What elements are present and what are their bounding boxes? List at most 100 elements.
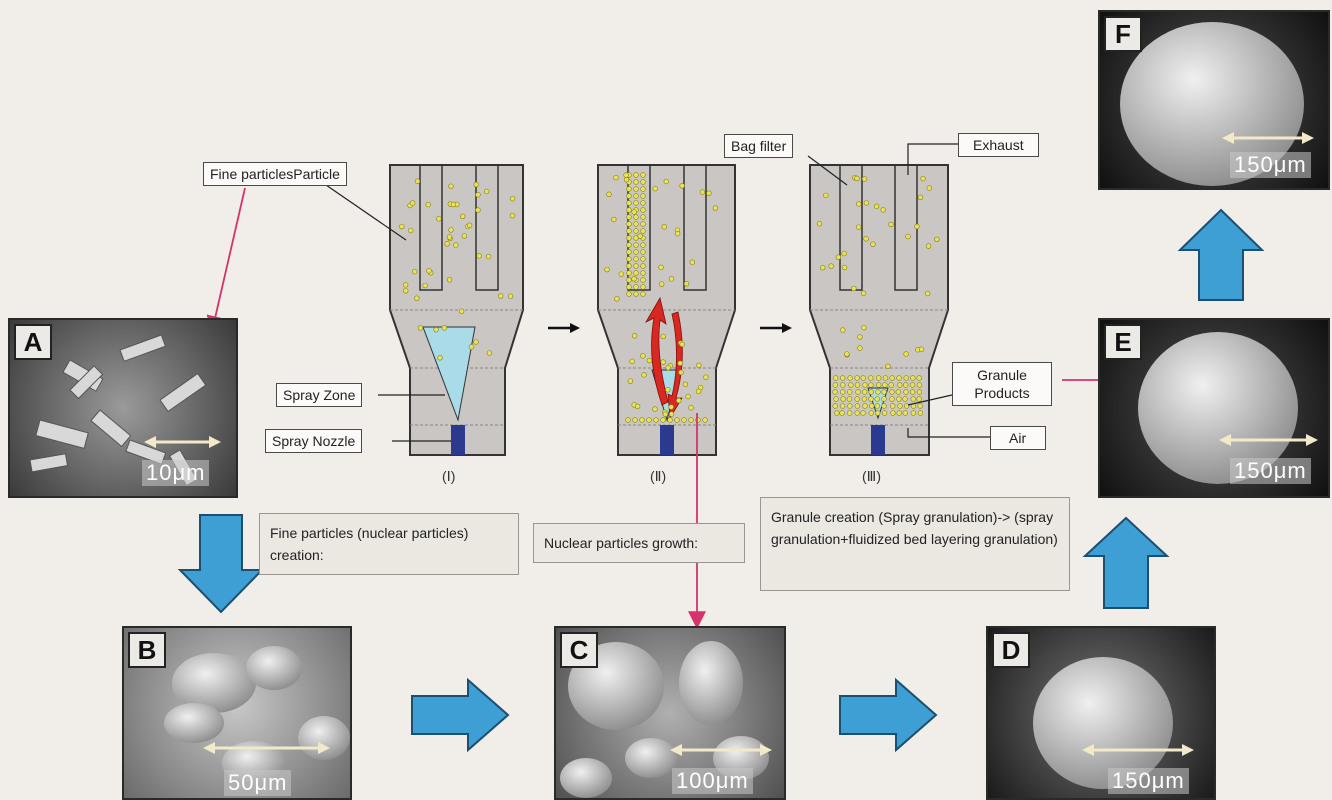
particle-dot xyxy=(634,264,639,269)
particle-dot xyxy=(847,390,852,395)
sem-photo-a: A 10μm xyxy=(8,318,238,498)
particle-dot xyxy=(619,272,624,277)
particle-dot xyxy=(449,184,454,189)
particle-dot xyxy=(833,390,838,395)
particle-dot xyxy=(445,241,450,246)
particle-dot xyxy=(918,404,923,409)
particle-dot xyxy=(634,292,639,297)
particle-dot xyxy=(696,363,701,368)
particle-dot xyxy=(855,404,860,409)
particle-dot xyxy=(875,411,880,416)
particle-dot xyxy=(627,187,632,192)
particle-dot xyxy=(917,376,922,381)
particle-dot xyxy=(403,288,408,293)
fine-particles-label: Fine particlesParticle xyxy=(203,162,347,186)
particle-dot xyxy=(641,201,646,206)
particle-dot xyxy=(864,236,869,241)
particle-dot xyxy=(890,390,895,395)
particle-dot xyxy=(669,412,674,417)
particle-dot xyxy=(634,180,639,185)
particle-dot xyxy=(653,186,658,191)
exhaust-label: Exhaust xyxy=(958,133,1039,157)
sem-photo-f: F 150μm xyxy=(1098,10,1330,190)
particle-dot xyxy=(627,278,632,283)
particle-dot xyxy=(684,281,689,286)
spray-nozzle xyxy=(871,425,885,455)
particle-dot xyxy=(469,344,474,349)
particle-dot xyxy=(925,291,930,296)
scale-bar-text: 150μm xyxy=(1108,768,1189,794)
particle-dot xyxy=(627,257,632,262)
particle-dot xyxy=(918,195,923,200)
particle-dot xyxy=(926,244,931,249)
particle-dot xyxy=(918,411,923,416)
particle-dot xyxy=(624,173,629,178)
particle-dot xyxy=(634,194,639,199)
particle-dot xyxy=(906,234,911,239)
particle-dot xyxy=(881,207,886,212)
air-label: Air xyxy=(990,426,1046,450)
particle-dot xyxy=(627,264,632,269)
particle-dot xyxy=(823,193,828,198)
particle-dot xyxy=(449,228,454,233)
particle-dot xyxy=(856,202,861,207)
particle-dot xyxy=(856,225,861,230)
particle-dot xyxy=(882,390,887,395)
particle-dot xyxy=(437,216,442,221)
particle-dot xyxy=(890,411,895,416)
particle-dot xyxy=(665,387,670,392)
particle-dot xyxy=(438,355,443,360)
particle-dot xyxy=(883,376,888,381)
particle-dot xyxy=(857,346,862,351)
particle-dot xyxy=(476,208,481,213)
particle-dot xyxy=(638,234,643,239)
particle-dot xyxy=(647,358,652,363)
particle-dot xyxy=(861,325,866,330)
particle-dot xyxy=(875,404,880,409)
particle-dot xyxy=(848,376,853,381)
particle-dot xyxy=(634,173,639,178)
particle-dot xyxy=(874,204,879,209)
scale-bar-text: 10μm xyxy=(142,460,209,486)
particle-dot xyxy=(627,250,632,255)
sem-photo-b: B 50μm xyxy=(122,626,352,800)
particle-dot xyxy=(910,376,915,381)
particle-dot xyxy=(635,404,640,409)
particle-dot xyxy=(641,187,646,192)
particle-dot xyxy=(829,264,834,269)
sem-photo-d: D 150μm xyxy=(986,626,1216,800)
particle-dot xyxy=(855,376,860,381)
particle-dot xyxy=(876,376,881,381)
particle-dot xyxy=(641,257,646,262)
particle-dot xyxy=(847,397,852,402)
particle-dot xyxy=(418,326,423,331)
particle-dot xyxy=(632,333,637,338)
particle-dot xyxy=(669,405,674,410)
particle-dot xyxy=(641,264,646,269)
particle-dot xyxy=(689,418,694,423)
particle-dot xyxy=(615,296,620,301)
particle-dot xyxy=(627,208,632,213)
particle-dot xyxy=(890,404,895,409)
particle-dot xyxy=(634,243,639,248)
stage-arrow xyxy=(548,323,580,333)
particle-dot xyxy=(840,411,845,416)
particle-dot xyxy=(447,235,452,240)
particle-dot xyxy=(641,208,646,213)
particle-dot xyxy=(634,229,639,234)
particle-dot xyxy=(484,189,489,194)
particle-dot xyxy=(834,411,839,416)
particle-dot xyxy=(862,390,867,395)
particle-dot xyxy=(897,376,902,381)
particle-dot xyxy=(875,397,880,402)
particle-dot xyxy=(917,383,922,388)
particle-dot xyxy=(917,397,922,402)
particle-dot xyxy=(634,201,639,206)
particle-dot xyxy=(862,177,867,182)
caption-creation: Fine particles (nuclear particles) creat… xyxy=(259,513,519,575)
particle-dot xyxy=(634,271,639,276)
particle-dot xyxy=(641,271,646,276)
chamber-1 xyxy=(390,165,523,455)
particle-dot xyxy=(607,192,612,197)
granule-products-label: Granule Products xyxy=(952,362,1052,406)
